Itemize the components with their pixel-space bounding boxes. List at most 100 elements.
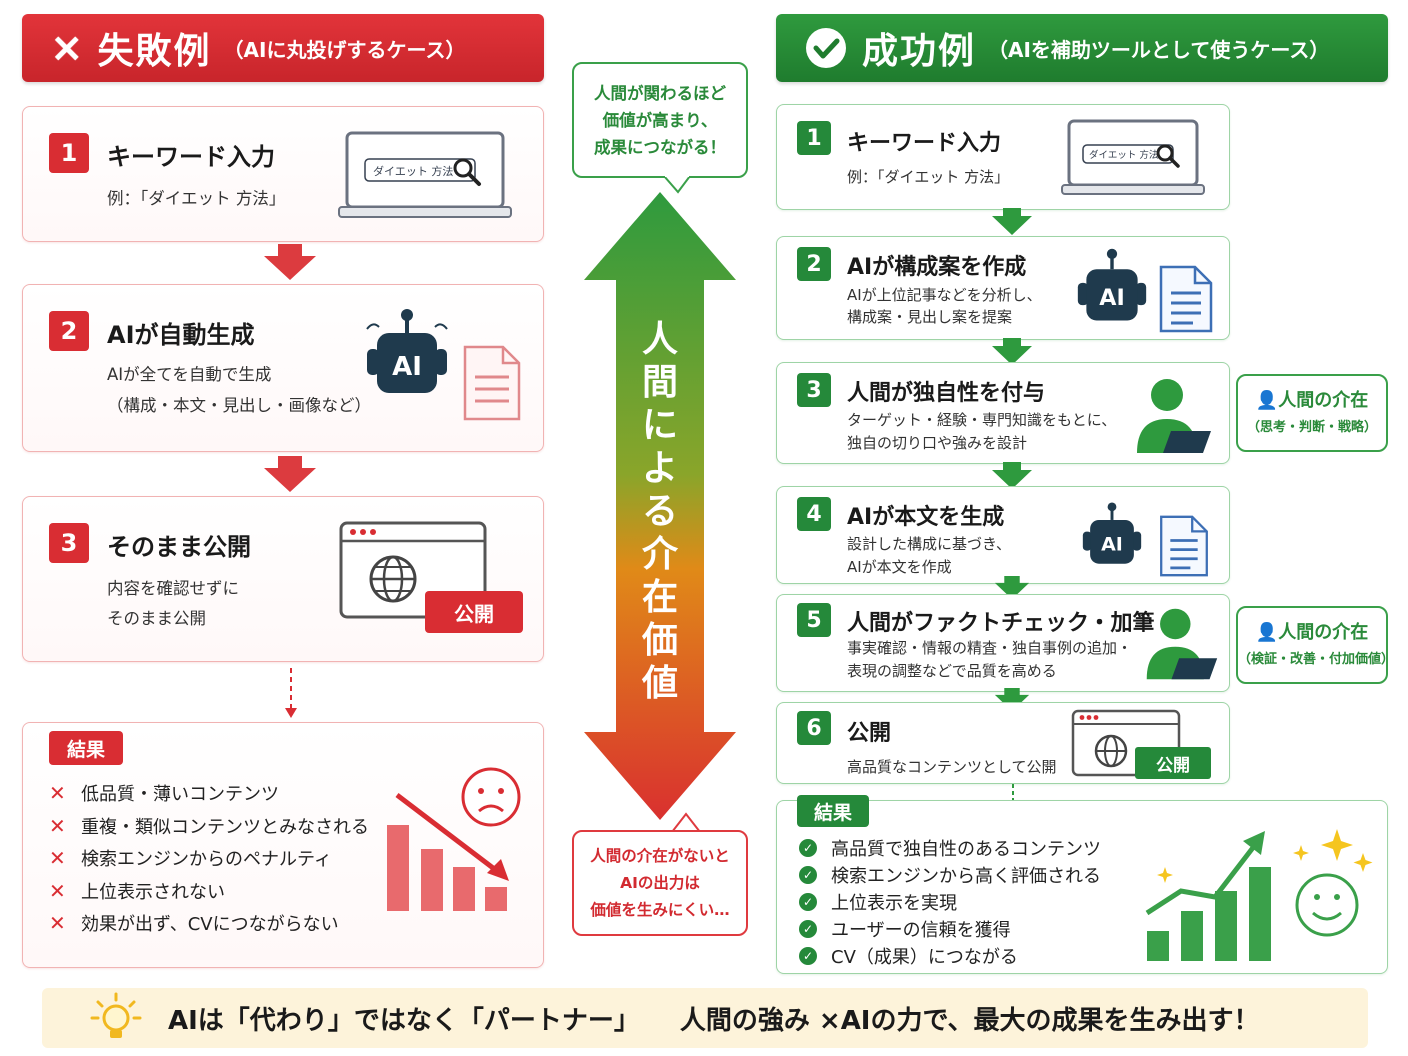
document-icon xyxy=(1159,265,1213,333)
success-step-2-number: 2 xyxy=(797,247,831,281)
success-arrow-2 xyxy=(992,338,1032,365)
top-bubble-tail xyxy=(664,176,692,194)
success-step-3-number: 3 xyxy=(797,373,831,407)
success-step-3-card: 3 人間が独自性を付与 ターゲット・経験・専門知識をもとに、 独自の切り口や強み… xyxy=(776,362,1230,464)
fail-x-icon: ✕ xyxy=(49,813,66,838)
fail-header: × 失敗例 （AIに丸投げするケース） xyxy=(22,14,544,82)
success-arrow-4 xyxy=(994,576,1030,600)
document-icon xyxy=(1160,515,1208,577)
check-icon: ✓ xyxy=(799,919,817,938)
success-result-tag: 結果 xyxy=(797,795,869,827)
fail-step-2-desc-2: （構成・本文・見出し・画像など） xyxy=(107,396,371,415)
fail-result-list: ✕低品質・薄いコンテンツ ✕重複・類似コンテンツとみなされる ✕検索エンジンから… xyxy=(49,777,369,940)
fail-result-item: ✕検索エンジンからのペナルティ xyxy=(49,846,332,871)
fail-step-2-card: 2 AIが自動生成 AIが全てを自動で生成 （構成・本文・見出し・画像など） A… xyxy=(22,284,544,452)
check-icon: ✓ xyxy=(799,892,817,911)
success-result-item: ✓CV（成果）につながる xyxy=(799,942,1101,969)
banner-text-4: 「パートナー」 xyxy=(457,1005,640,1036)
person-laptop-icon xyxy=(1137,379,1211,453)
success-step-5-title: 人間がファクトチェック・加筆 xyxy=(847,611,1155,636)
success-step-5-number: 5 xyxy=(797,603,831,637)
success-step-6-title: 公開 xyxy=(847,721,892,746)
fail-step-3-desc-2: そのまま公開 xyxy=(107,609,206,628)
fail-step-1-title: キーワード入力 xyxy=(107,143,275,171)
banner-text-6: AIの力 xyxy=(840,1005,923,1036)
fail-subtitle: （AIに丸投げするケース） xyxy=(223,37,466,62)
fail-title: 失敗例 xyxy=(97,31,212,72)
fail-step-3-card: 3 そのまま公開 内容を確認せずに そのまま公開 公開 xyxy=(22,496,544,662)
success-step-4-desc-1: 設計した構成に基づき、 xyxy=(847,535,1011,553)
success-step-1-desc: 例：「ダイエット 方法」 xyxy=(847,168,1010,186)
bottom-banner: AIは 「代わり」 ではなく 「パートナー」 人間の強み × AIの力 で、最大… xyxy=(42,988,1368,1048)
banner-text-5: 人間の強み × xyxy=(679,1005,841,1036)
success-search-text: ダイエット 方法 xyxy=(1089,149,1158,161)
success-step-6-number: 6 xyxy=(797,711,831,745)
ai-robot-icon: AI xyxy=(1082,502,1142,564)
human-intervention-tag-2: 👤人間の介在 （検証・改善・付加価値） xyxy=(1236,606,1394,684)
success-step-6-desc: 高品質なコンテンツとして公開 xyxy=(847,758,1057,776)
fail-result-item: ✕上位表示されない xyxy=(49,878,225,903)
success-step-5-desc-2: 表現の調整などで品質を高める xyxy=(847,662,1057,680)
fail-result-item: ✕重複・類似コンテンツとみなされる xyxy=(49,813,369,838)
fail-x-icon: ✕ xyxy=(49,846,66,871)
fail-arrow-1 xyxy=(264,244,316,280)
fail-result-card: 結果 ✕低品質・薄いコンテンツ ✕重複・類似コンテンツとみなされる ✕検索エンジ… xyxy=(22,722,544,968)
fail-step-2-number: 2 xyxy=(49,311,89,351)
success-result-item: ✓高品質で独自性のあるコンテンツ xyxy=(799,834,1101,861)
success-step-3-desc-2: 独自の切り口や強みを設計 xyxy=(847,434,1028,452)
fail-ai-label: AI xyxy=(392,352,422,382)
lightbulb-icon xyxy=(90,992,142,1038)
success-result-item: ✓上位表示を実現 xyxy=(799,888,1101,915)
banner-text-7: で、最大の成果を生み出す！ xyxy=(922,1005,1260,1036)
success-arrow-1 xyxy=(992,208,1032,235)
ai-robot-icon: AI xyxy=(1077,248,1147,321)
person-icon: 👤 xyxy=(1255,622,1279,643)
fail-step-1-card: 1 キーワード入力 例：「ダイエット 方法」 ダイエット 方法 xyxy=(22,106,544,242)
fail-publish-badge: 公開 xyxy=(425,591,523,633)
success-step-1-number: 1 xyxy=(797,121,831,155)
human-intervention-tag-1: 👤人間の介在 （思考・判断・戦略） xyxy=(1236,374,1388,452)
laptop-search-icon: ダイエット 方法 xyxy=(1061,119,1205,195)
document-icon xyxy=(463,345,521,421)
bottom-bubble-tail xyxy=(672,812,702,832)
success-step-4-title: AIが本文を生成 xyxy=(847,505,1005,530)
success-step-2-desc-2: 構成案・見出し案を提案 xyxy=(847,308,1013,326)
success-result-item: ✓検索エンジンから高く評価される xyxy=(799,861,1101,888)
fail-result-tag: 結果 xyxy=(49,731,123,765)
laptop-search-icon: ダイエット 方法 xyxy=(338,131,512,218)
center-top-bubble: 人間が関わるほど 価値が高まり、 成果につながる！ xyxy=(572,62,748,178)
success-step-4-card: 4 AIが本文を生成 設計した構成に基づき、 AIが本文を作成 AI xyxy=(776,486,1230,584)
success-step-2-title: AIが構成案を作成 xyxy=(847,255,1027,280)
success-ai-label-2: AI xyxy=(1101,534,1123,556)
person-laptop-icon xyxy=(1146,608,1218,680)
ai-robot-icon: AI xyxy=(366,309,448,393)
fail-step-2-title: AIが自動生成 xyxy=(107,321,255,349)
fail-result-item: ✕効果が出ず、CVにつながらない xyxy=(49,911,339,936)
fail-x-icon: × xyxy=(50,25,84,71)
growth-chart-icon xyxy=(1145,829,1373,961)
fail-step-3-number: 3 xyxy=(49,523,89,563)
success-result-item: ✓ユーザーの信頼を獲得 xyxy=(799,915,1101,942)
fail-step-3-desc-1: 内容を確認せずに xyxy=(107,579,239,598)
fail-step-1-number: 1 xyxy=(49,133,89,173)
success-step-1-title: キーワード入力 xyxy=(847,131,1002,156)
success-step-2-desc-1: AIが上位記事などを分析し、 xyxy=(847,286,1042,304)
center-bottom-bubble: 人間の介在がないと AIの出力は 価値を生みにくい… xyxy=(572,830,748,936)
success-step-6-card: 6 公開 高品質なコンテンツとして公開 公開 xyxy=(776,702,1230,784)
check-circle-icon xyxy=(806,28,846,68)
banner-text-3: ではなく xyxy=(353,1005,458,1036)
fail-step-3-title: そのまま公開 xyxy=(107,533,251,561)
success-step-3-title: 人間が独自性を付与 xyxy=(847,381,1046,406)
check-icon: ✓ xyxy=(799,838,817,857)
success-arrow-3 xyxy=(992,462,1032,489)
fail-result-item: ✕低品質・薄いコンテンツ xyxy=(49,781,279,806)
fail-x-icon: ✕ xyxy=(49,781,66,806)
success-step-1-card: 1 キーワード入力 例：「ダイエット 方法」 ダイエット 方法 xyxy=(776,104,1230,210)
banner-text-2: 「代わり」 xyxy=(223,1005,354,1036)
success-step-5-card: 5 人間がファクトチェック・加筆 事実確認・情報の精査・独自事例の追加・ 表現の… xyxy=(776,594,1230,692)
check-icon: ✓ xyxy=(799,865,817,884)
check-icon: ✓ xyxy=(799,946,817,965)
success-subtitle: （AIを補助ツールとして使うケース） xyxy=(988,37,1330,62)
declining-chart-icon xyxy=(387,767,521,911)
success-step-3-desc-1: ターゲット・経験・専門知識をもとに、 xyxy=(847,411,1117,429)
